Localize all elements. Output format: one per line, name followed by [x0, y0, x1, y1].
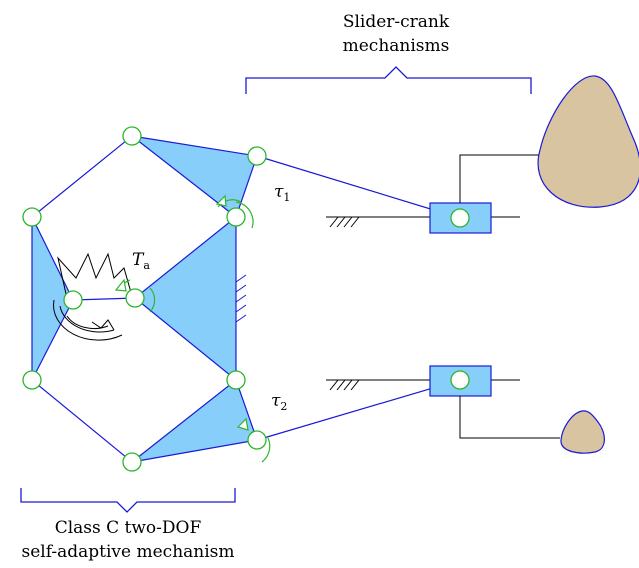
top-bracket-label-line2: mechanisms	[343, 36, 450, 56]
tau1-label: τ1	[274, 182, 290, 204]
top-bracket-label-line1: Slider-crank	[343, 12, 450, 32]
slider-2	[326, 365, 560, 439]
joint-bottom-right	[247, 430, 267, 450]
bottom-bracket-label-line2: self-adaptive mechanism	[21, 542, 234, 562]
torque-a-label: Ta	[132, 250, 150, 272]
slider-1-pin	[450, 208, 470, 228]
connecting-rod-1	[256, 155, 461, 219]
slider-2-pin	[450, 370, 470, 390]
tau2-label: τ2	[271, 391, 287, 413]
bottom-bracket	[20, 488, 236, 513]
joints	[22, 126, 470, 472]
ground-hatch-center	[235, 274, 247, 323]
joint-mid-left	[63, 290, 83, 310]
torque-arrowheads	[114, 194, 249, 431]
object-large	[537, 75, 639, 208]
joint-lower-left	[22, 370, 42, 390]
slider-1	[326, 154, 540, 234]
bottom-ternary-link	[131, 379, 258, 463]
left-ternary-link	[31, 216, 74, 381]
joint-top-right	[247, 146, 267, 166]
joint-bottom	[122, 452, 142, 472]
connecting-rod-2	[256, 379, 461, 441]
ternary-links	[31, 135, 258, 463]
bottom-bracket-label-line1: Class C two-DOF	[55, 518, 202, 538]
damper-arcs	[53, 299, 123, 341]
joint-upper-right	[226, 207, 246, 227]
center-ternary-link	[134, 215, 237, 382]
torque-arcs	[119, 199, 271, 463]
joint-mid-center	[125, 288, 145, 308]
object-small	[560, 410, 605, 454]
top-ternary-link	[131, 135, 258, 218]
spring	[57, 252, 133, 297]
joint-top	[122, 126, 142, 146]
joint-lower-right	[226, 370, 246, 390]
top-bracket	[245, 66, 532, 94]
binary-links	[31, 135, 461, 463]
joint-upper-left	[22, 207, 42, 227]
